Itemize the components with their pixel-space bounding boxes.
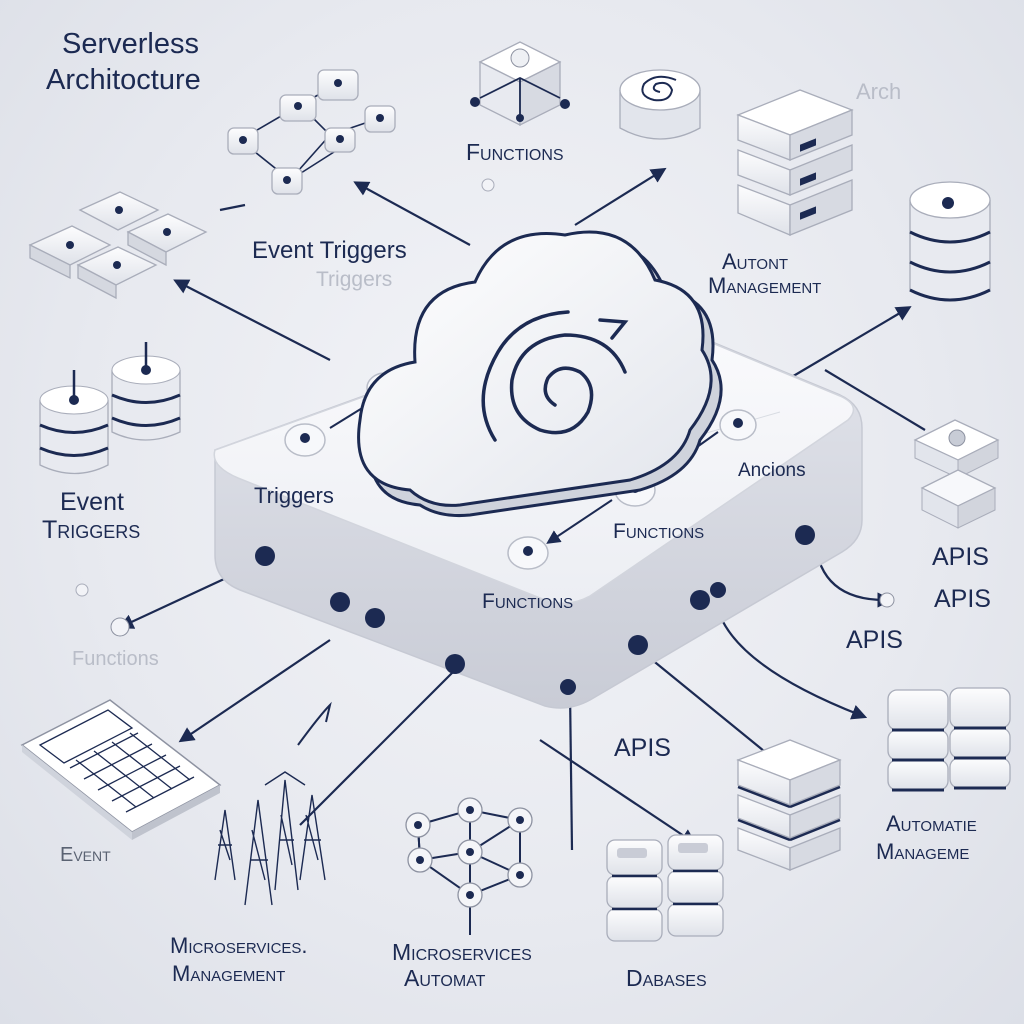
label-triggers-platform: Triggers	[254, 483, 334, 508]
automation-blocks-icon	[887, 687, 1011, 792]
label-event-left-line2: Triggers	[42, 516, 141, 544]
label-triggers-faded: Triggers	[316, 268, 393, 291]
label-autont: Autont	[722, 249, 789, 274]
spiral-disk-icon	[619, 69, 701, 140]
calculator-icon	[20, 699, 222, 840]
label-microservices-left-line1: Microservices.	[170, 933, 308, 958]
label-event-bottom: Event	[60, 844, 111, 866]
label-apis-right-1: APIS	[932, 543, 989, 571]
floating-dots	[75, 178, 895, 746]
server-blocks-icon	[736, 739, 842, 871]
label-management-top: Management	[708, 273, 822, 298]
faded-label-top-right: Arch	[856, 79, 902, 104]
wireframe-towers-icon	[214, 771, 326, 906]
label-event-triggers-top: Event Triggers	[252, 237, 407, 264]
api-gateway-icon	[913, 419, 1000, 529]
cloud-icon	[357, 230, 723, 517]
trigger-network-icon	[227, 69, 396, 195]
label-event-left-line1: Event	[60, 488, 124, 516]
trigger-tiles-icon	[28, 191, 208, 300]
label-functions-low: Functions	[482, 590, 574, 613]
storage-blocks-icon	[606, 834, 724, 942]
label-automatie-line1: Automatie	[886, 811, 977, 836]
label-functions-top: Functions	[466, 139, 564, 165]
function-cube-icon	[470, 41, 570, 127]
label-functions-faded: Functions	[72, 648, 159, 670]
database-stack-icon	[909, 181, 991, 302]
label-microservices-left-line2: Management	[172, 961, 286, 986]
label-microservices-center-line1: Microservices	[392, 939, 532, 965]
label-ancions: Ancions	[738, 460, 806, 481]
label-apis-mid: APIS	[846, 626, 903, 654]
diagram-title-line1: Serverless	[62, 28, 199, 60]
left-database-stacks-icon	[39, 342, 181, 475]
label-apis-right-2: APIS	[934, 585, 991, 613]
label-dabases: Dabases	[626, 965, 707, 991]
platform-ports	[255, 525, 815, 695]
diagram-title-line2: Architocture	[46, 64, 201, 96]
spiral-icon	[481, 310, 629, 442]
label-microservices-center-line2: Automat	[404, 965, 486, 991]
label-apis-bottom: APIS	[614, 734, 671, 762]
microservices-network-icon	[405, 797, 533, 935]
server-rack-icon	[736, 89, 854, 236]
label-automatie-line2: Manageme	[876, 839, 970, 864]
label-functions-mid: Functions	[613, 520, 705, 543]
